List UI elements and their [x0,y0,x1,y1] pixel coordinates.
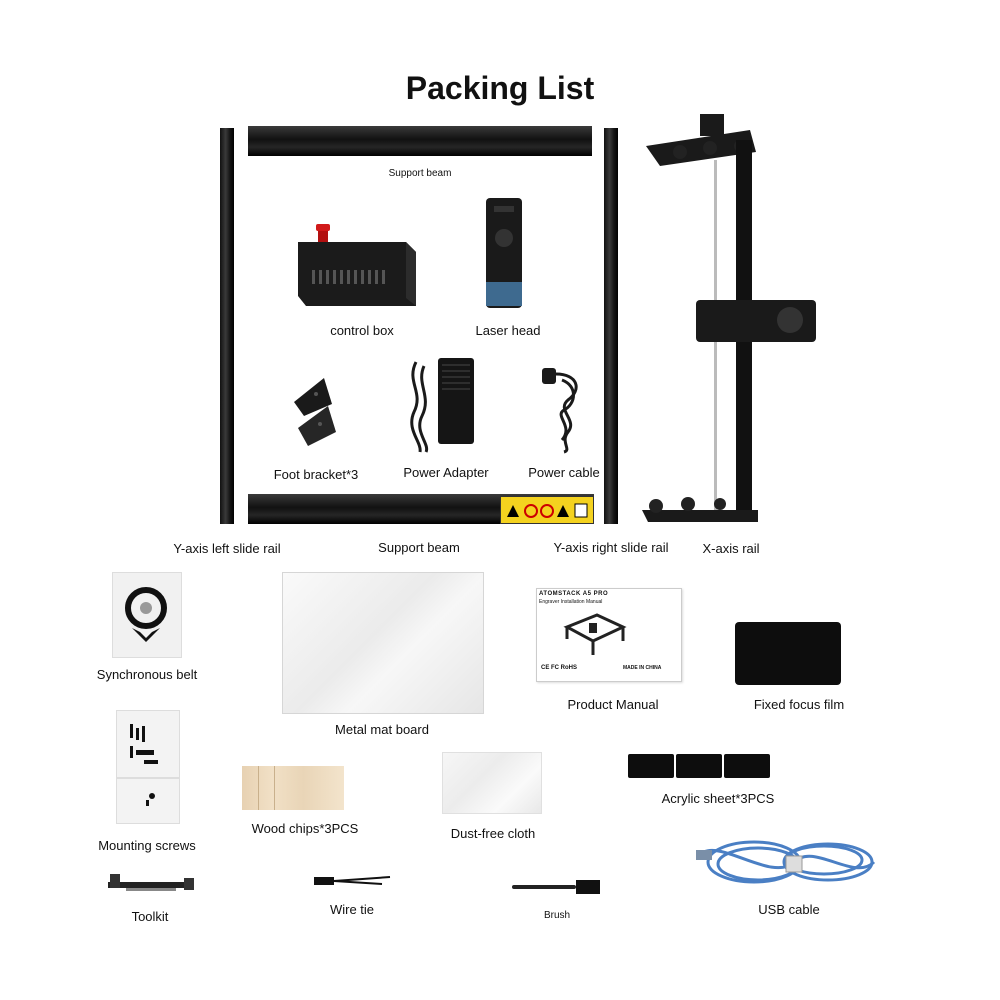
power-adapter-image [410,358,474,453]
y-axis-right-rail [604,128,618,524]
product-manual-image: ATOMSTACK A5 PRO Engraver Installation M… [536,588,682,682]
acrylic-sheet-3 [724,754,770,778]
fixed-focus-film-image [735,622,841,685]
label-dust-free-cloth: Dust-free cloth [450,826,536,841]
label-y-axis-left-rail: Y-axis left slide rail [173,541,281,556]
synchronous-belt-package [112,572,182,658]
acrylic-sheet-1 [628,754,674,778]
label-y-axis-right-rail: Y-axis right slide rail [553,540,669,555]
toolkit-image [108,874,194,891]
label-brush: Brush [543,910,571,921]
laser-head-image [486,198,522,308]
manual-engraver-illustration [563,613,627,655]
synchronous-belt-image [125,587,167,642]
label-power-adapter: Power Adapter [403,465,489,480]
usb-cable-image [696,840,876,884]
wood-chip-divider [274,766,275,810]
page-title: Packing List [405,70,595,106]
label-metal-mat-board: Metal mat board [335,722,429,737]
label-toolkit: Toolkit [131,909,169,924]
manual-marks: CE FC RoHS [541,665,577,671]
brush-image [512,880,600,894]
label-product-manual: Product Manual [567,697,659,712]
power-cable-image [542,368,578,454]
label-usb-cable: USB cable [758,902,820,917]
acrylic-sheet-2 [676,754,722,778]
mounting-screws-image [130,724,158,806]
metal-mat-board-image [282,572,484,714]
manual-origin: MADE IN CHINA [623,665,662,671]
mounting-screws-bag-upper [116,710,180,778]
label-support-beam-top: Support beam [388,168,452,179]
label-synchronous-belt: Synchronous belt [96,667,198,682]
control-box-image [298,224,416,306]
x-axis-rail-image [642,114,816,522]
dust-free-cloth-image [442,752,542,814]
label-mounting-screws: Mounting screws [98,838,196,853]
manual-brand: ATOMSTACK A5 PRO [539,591,609,597]
label-wire-tie: Wire tie [329,902,375,917]
foot-bracket-image [294,378,336,446]
label-control-box: control box [330,323,394,338]
label-wood-chips: Wood chips*3PCS [251,821,359,836]
label-support-beam-bottom: Support beam [378,540,460,555]
manual-subtitle: Engraver Installation Manual [539,599,603,605]
label-acrylic-sheet: Acrylic sheet*3PCS [661,791,775,806]
label-laser-head: Laser head [475,323,541,338]
wire-tie-image [314,876,391,885]
y-axis-left-rail [220,128,234,524]
wood-chips-image [242,766,344,810]
label-power-cable: Power cable [528,465,600,480]
wood-chip-divider [258,766,259,810]
label-foot-bracket: Foot bracket*3 [273,467,359,482]
warning-label [500,496,594,524]
label-fixed-focus-film: Fixed focus film [753,697,845,712]
support-beam-top [248,126,592,156]
label-x-axis-rail: X-axis rail [702,541,760,556]
